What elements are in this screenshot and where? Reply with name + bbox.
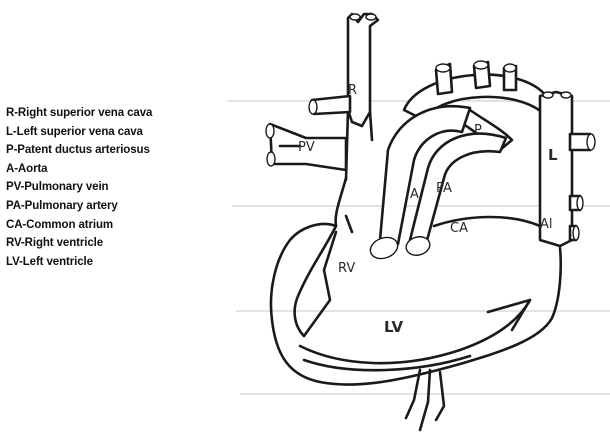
label-al: Al: [540, 217, 553, 232]
label-ca: CA: [450, 221, 468, 236]
label-a: A: [410, 187, 419, 202]
left-branch-vessel: [309, 96, 350, 114]
label-p: P: [474, 123, 482, 138]
label-l: L: [548, 146, 558, 164]
label-r: R: [348, 83, 357, 98]
label-pv: PV: [298, 140, 315, 155]
label-rv: RV: [338, 261, 355, 276]
heart-outline: [271, 178, 561, 385]
pulmonary-artery: [404, 134, 506, 258]
label-lv: LV: [384, 318, 403, 336]
label-pa: PA: [436, 181, 452, 196]
bottom-outflow-vessel: [406, 370, 444, 430]
